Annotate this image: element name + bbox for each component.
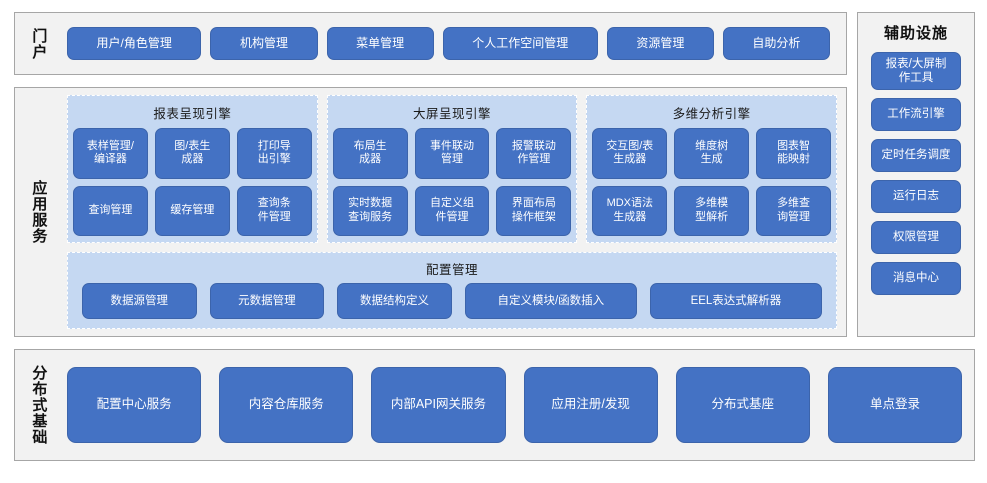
aux-item-1[interactable]: 工作流引擎 [871,98,961,131]
config-management-item-list: 数据源管理元数据管理数据结构定义自定义模块/函数插入 EEL表达式解析器 [74,283,830,322]
distributed-base-section-label: 分布式基础 [30,365,48,445]
distributed-base-item-list: 配置中心服务内容仓库服务内部API网关服务应用注册/发现分布式基座单点登录 [67,360,963,450]
portal-item-1[interactable]: 机构管理 [210,27,318,60]
config-item-0[interactable]: 数据源管理 [82,283,197,319]
aux-item-2[interactable]: 定时任务调度 [871,139,961,172]
portal-item-0[interactable]: 用户/角色管理 [67,27,202,60]
distributed-item-4[interactable]: 分布式基座 [675,367,810,443]
engine-grid-1: 布局生 成器事件联动 管理报警联动 作管理实时数据 查询服务自定义组 件管理界面… [332,128,572,236]
config-item-4[interactable]: EEL表达式解析器 [649,283,822,319]
engine-title-2: 多维分析引擎 [672,107,751,121]
engine-0-item-4[interactable]: 缓存管理 [154,185,230,236]
engine-title-1: 大屏呈现引擎 [413,107,492,121]
config-item-2[interactable]: 数据结构定义 [337,283,452,319]
aux-panel: 辅助设施 报表/大屏制 作工具工作流引擎定时任务调度运行日志权限管理消息中心 [857,12,975,337]
engine-1-item-4[interactable]: 自定义组 件管理 [414,185,490,236]
engine-2-item-0[interactable]: 交互图/表 生成器 [592,128,668,179]
engine-0-item-2[interactable]: 打印导 出引擎 [236,128,312,179]
application-services-panel: 应用服务 报表呈现引擎表样管理/ 编译器图/表生 成器打印导 出引擎查询管理缓存… [14,87,847,337]
distributed-item-5[interactable]: 单点登录 [827,367,963,443]
distributed-item-1[interactable]: 内容仓库服务 [219,367,354,443]
distributed-base-panel: 分布式基础 配置中心服务内容仓库服务内部API网关服务应用注册/发现分布式基座单… [14,349,975,461]
engine-1-item-3[interactable]: 实时数据 查询服务 [332,185,408,236]
engine-1-item-2[interactable]: 报警联动 作管理 [496,128,572,179]
engine-title-0: 报表呈现引擎 [153,107,232,121]
engine-0-item-0[interactable]: 表样管理/ 编译器 [73,128,148,179]
engine-1-item-0[interactable]: 布局生 成器 [332,128,408,179]
portal-item-4[interactable]: 资源管理 [606,27,714,60]
engine-2-item-5[interactable]: 多维查 询管理 [756,185,832,236]
portal-item-2[interactable]: 菜单管理 [326,27,434,60]
engine-grid-0: 表样管理/ 编译器图/表生 成器打印导 出引擎查询管理缓存管理查询条 件管理 [73,128,312,236]
portal-item-list: 用户/角色管理机构管理菜单管理个人工作空间管理资源管理自助分析 [67,13,838,74]
aux-item-4[interactable]: 权限管理 [871,221,961,254]
aux-section-label: 辅助设施 [883,25,948,42]
aux-item-3[interactable]: 运行日志 [871,180,961,213]
distributed-item-2[interactable]: 内部API网关服务 [371,367,506,443]
portal-item-5[interactable]: 自助分析 [722,27,830,60]
engine-grid-2: 交互图/表 生成器维度树 生成图表智 能映射 MDX语法 生成器多维模 型解析多维… [592,128,832,236]
portal-panel: 门户 用户/角色管理机构管理菜单管理个人工作空间管理资源管理自助分析 [14,12,847,75]
engine-1-item-5[interactable]: 界面布局 操作框架 [496,185,572,236]
portal-section-label: 门户 [30,27,48,60]
aux-item-list: 报表/大屏制 作工具工作流引擎定时任务调度运行日志权限管理消息中心 [858,43,974,295]
engine-2-item-4[interactable]: 多维模 型解析 [674,185,750,236]
engine-2-item-3[interactable]: MDX语法 生成器 [592,185,668,236]
engine-2-item-2[interactable]: 图表智 能映射 [756,128,832,179]
engine-group-0: 报表呈现引擎表样管理/ 编译器图/表生 成器打印导 出引擎查询管理缓存管理查询条… [67,95,318,243]
aux-item-0[interactable]: 报表/大屏制 作工具 [871,52,961,90]
config-item-3[interactable]: 自定义模块/函数插入 [464,283,637,319]
engine-0-item-3[interactable]: 查询管理 [73,185,148,236]
config-management-group: 配置管理 数据源管理元数据管理数据结构定义自定义模块/函数插入 EEL表达式解析器 [67,252,837,329]
engine-0-item-5[interactable]: 查询条 件管理 [236,185,312,236]
application-services-content: 报表呈现引擎表样管理/ 编译器图/表生 成器打印导 出引擎查询管理缓存管理查询条… [67,95,838,329]
distributed-item-3[interactable]: 应用注册/发现 [523,367,658,443]
engine-2-item-1[interactable]: 维度树 生成 [674,128,750,179]
engines-row: 报表呈现引擎表样管理/ 编译器图/表生 成器打印导 出引擎查询管理缓存管理查询条… [67,95,838,243]
application-services-section-label: 应用服务 [30,180,48,244]
aux-item-5[interactable]: 消息中心 [871,262,961,295]
config-item-1[interactable]: 元数据管理 [209,283,325,319]
engine-1-item-1[interactable]: 事件联动 管理 [414,128,490,179]
distributed-item-0[interactable]: 配置中心服务 [67,367,202,443]
config-management-title: 配置管理 [425,263,478,277]
engine-0-item-1[interactable]: 图/表生 成器 [154,128,230,179]
portal-item-3[interactable]: 个人工作空间管理 [442,27,598,60]
engine-group-1: 大屏呈现引擎布局生 成器事件联动 管理报警联动 作管理实时数据 查询服务自定义组… [326,95,578,243]
engine-group-2: 多维分析引擎交互图/表 生成器维度树 生成图表智 能映射 MDX语法 生成器多维模… [586,95,838,243]
